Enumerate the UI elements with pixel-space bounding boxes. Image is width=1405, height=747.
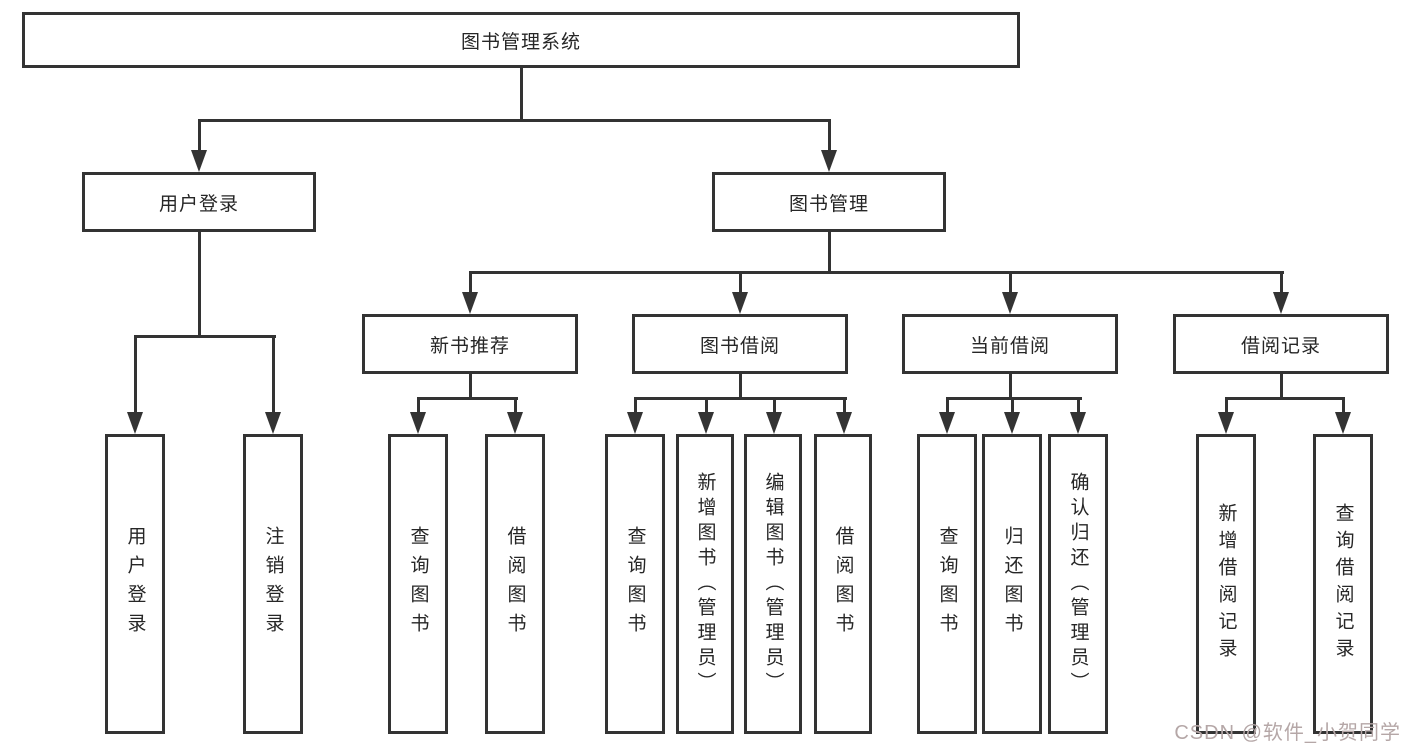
arrowhead-down-icon <box>766 412 782 434</box>
connector-line <box>1010 396 1014 413</box>
leaf-borrow-borrow-books: 借阅图书 <box>814 434 872 734</box>
leaf-borrow-add-books-admin: 新增图书（管理员） <box>676 434 734 734</box>
arrowhead-down-icon <box>191 150 207 172</box>
arrowhead-down-icon <box>939 412 955 434</box>
connector-line <box>271 334 275 413</box>
node-label: 借阅记录 <box>1240 335 1321 357</box>
arrowhead-down-icon <box>821 150 837 172</box>
node-label: 图书借阅 <box>699 335 780 357</box>
connector-line <box>519 66 523 120</box>
leaf-borrow-edit-books-admin: 编辑图书（管理员） <box>744 434 802 734</box>
node-book-management: 图书管理 <box>712 172 946 232</box>
connector-line <box>945 396 949 413</box>
node-label: 新增借阅记录 <box>1215 503 1237 665</box>
node-label: 图书管理 <box>788 193 869 215</box>
connector-line <box>1008 270 1012 295</box>
connector-line <box>513 396 517 413</box>
arrowhead-down-icon <box>732 292 748 314</box>
connector-line <box>1076 396 1080 413</box>
leaf-user-login: 用户登录 <box>105 434 165 734</box>
connector-line <box>468 270 1284 274</box>
node-label: 查询图书 <box>936 526 958 642</box>
connector-line <box>1279 270 1283 295</box>
node-borrow-records: 借阅记录 <box>1173 314 1389 374</box>
node-new-book-recommend: 新书推荐 <box>362 314 578 374</box>
connector-line <box>945 396 1082 400</box>
connector-line <box>827 118 831 153</box>
connector-line <box>468 374 472 398</box>
connector-line <box>827 232 831 274</box>
node-user-login: 用户登录 <box>82 172 316 232</box>
arrowhead-down-icon <box>127 412 143 434</box>
node-label: 归还图书 <box>1001 526 1023 642</box>
connector-line <box>1224 396 1345 400</box>
connector-line <box>1279 374 1283 398</box>
node-label: 用户登录 <box>124 526 146 642</box>
node-label: 查询借阅记录 <box>1332 503 1354 665</box>
node-label: 新书推荐 <box>429 335 510 357</box>
node-current-borrow: 当前借阅 <box>902 314 1118 374</box>
arrowhead-down-icon <box>462 292 478 314</box>
connector-line <box>197 232 201 338</box>
node-label: 新增图书（管理员） <box>694 471 716 697</box>
connector-line <box>772 396 776 413</box>
node-label: 查询图书 <box>407 526 429 642</box>
leaf-records-add-borrow-record: 新增借阅记录 <box>1196 434 1256 734</box>
connector-line <box>1224 396 1228 413</box>
node-label: 当前借阅 <box>969 335 1050 357</box>
connector-line <box>704 396 708 413</box>
arrowhead-down-icon <box>836 412 852 434</box>
node-label: 查询图书 <box>624 526 646 642</box>
connector-line <box>1008 374 1012 398</box>
connector-line <box>416 396 518 400</box>
arrowhead-down-icon <box>1335 412 1351 434</box>
node-label: 确认归还（管理员） <box>1067 471 1089 697</box>
leaf-borrow-query-books: 查询图书 <box>605 434 665 734</box>
arrowhead-down-icon <box>1004 412 1020 434</box>
connector-line <box>1341 396 1345 413</box>
node-library-management-system: 图书管理系统 <box>22 12 1020 68</box>
leaf-newbook-borrow-books: 借阅图书 <box>485 434 545 734</box>
node-label: 图书管理系统 <box>460 31 581 53</box>
node-book-borrow: 图书借阅 <box>632 314 848 374</box>
leaf-current-return-books: 归还图书 <box>982 434 1042 734</box>
arrowhead-down-icon <box>627 412 643 434</box>
leaf-records-query-borrow-record: 查询借阅记录 <box>1313 434 1373 734</box>
arrowhead-down-icon <box>265 412 281 434</box>
node-label: 用户登录 <box>158 193 239 215</box>
connector-line <box>197 118 831 122</box>
node-label: 借阅图书 <box>504 526 526 642</box>
arrowhead-down-icon <box>507 412 523 434</box>
connector-line <box>842 396 846 413</box>
node-label: 编辑图书（管理员） <box>762 471 784 697</box>
connector-line <box>738 374 742 398</box>
leaf-current-query-books: 查询图书 <box>917 434 977 734</box>
arrowhead-down-icon <box>410 412 426 434</box>
arrowhead-down-icon <box>1002 292 1018 314</box>
arrowhead-down-icon <box>1218 412 1234 434</box>
leaf-newbook-query-books: 查询图书 <box>388 434 448 734</box>
connector-line <box>738 270 742 295</box>
connector-line <box>633 396 637 413</box>
connector-line <box>416 396 420 413</box>
connector-line <box>197 118 201 153</box>
connector-line <box>468 270 472 295</box>
arrowhead-down-icon <box>1273 292 1289 314</box>
node-label: 借阅图书 <box>832 526 854 642</box>
arrowhead-down-icon <box>698 412 714 434</box>
leaf-current-confirm-return-admin: 确认归还（管理员） <box>1048 434 1108 734</box>
connector-line <box>133 334 276 338</box>
connector-line <box>133 334 137 413</box>
watermark-text: CSDN @软件_小贺同学 <box>1174 722 1401 744</box>
arrowhead-down-icon <box>1070 412 1086 434</box>
leaf-logout: 注销登录 <box>243 434 303 734</box>
node-label: 注销登录 <box>262 526 284 642</box>
connector-line <box>633 396 847 400</box>
